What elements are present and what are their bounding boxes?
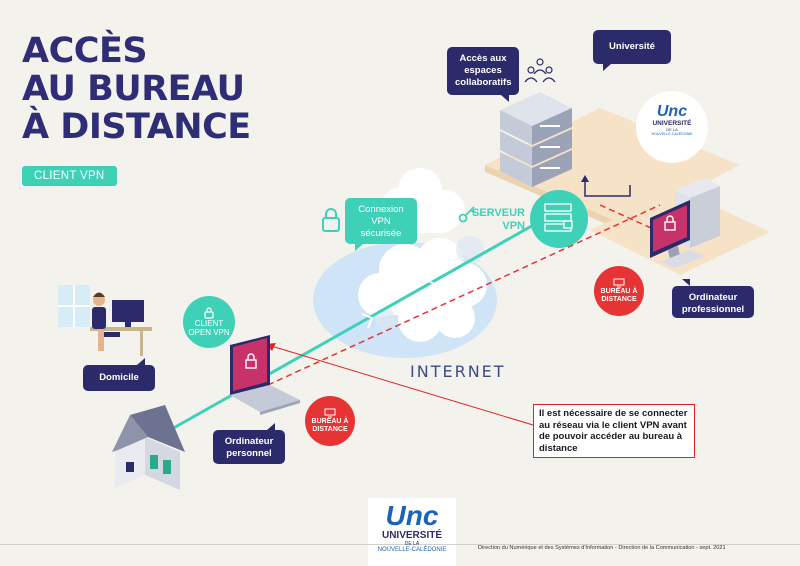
client-vpn-badge: CLIENT VPN	[22, 166, 117, 186]
callout-personal-computer: Ordinateur personnel	[213, 423, 285, 464]
callout-university-label: Université	[609, 41, 655, 52]
professional-computer-icon	[650, 178, 720, 268]
home-office-illustration	[58, 285, 152, 356]
vpn-server-label: SERVEUR VPN	[472, 207, 525, 233]
callout-personal-pc-label: Ordinateur personnel	[224, 436, 274, 459]
university-logo-circle	[636, 91, 708, 163]
client-openvpn-line2: OPEN VPN	[188, 328, 230, 337]
monitor-icon	[324, 408, 336, 418]
lock-icon	[322, 208, 340, 232]
title-line-2: AU BUREAU	[22, 69, 245, 109]
logo-line1: UNIVERSITÉ	[652, 120, 692, 127]
vpn-server-badge	[530, 190, 588, 248]
note-pointer-line	[267, 344, 534, 426]
key-icon	[458, 206, 475, 223]
server-rack-icon	[500, 92, 572, 187]
footer-logo-block	[368, 498, 456, 566]
house-icon	[112, 405, 185, 490]
vpn-server-line1: SERVEUR	[472, 207, 525, 219]
logo-line3: NOUVELLE-CALÉDONIE	[651, 132, 693, 136]
footer-credits: Direction du Numérique et des Systèmes d…	[478, 545, 726, 551]
client-openvpn-badge: CLIENT OPEN VPN	[183, 296, 235, 348]
footer-logo-line3: NOUVELLE-CALÉDONIE	[377, 547, 447, 553]
laptop-icon	[230, 335, 300, 415]
callout-vpn-connection: Connexion VPN sécurisée	[345, 198, 417, 251]
footer-logo-line2: DE LA	[404, 541, 420, 547]
remote-desktop-badge-office: BUREAU À DISTANCE	[594, 266, 644, 316]
server-link-line	[584, 180, 631, 197]
vpn-server-line2: VPN	[502, 220, 525, 232]
callout-home: Domicile	[83, 358, 155, 391]
remote-desktop-office-line1: BUREAU À	[600, 288, 638, 295]
title-line-1: ACCÈS	[22, 31, 148, 71]
footer-logo-mark: Unc	[385, 500, 439, 531]
client-openvpn-line1: CLIENT	[194, 319, 224, 328]
remote-desktop-office-line2: DISTANCE	[601, 296, 637, 303]
callout-collaborative-spaces: Accès aux espaces collaboratifs	[447, 47, 519, 102]
footer-university-logo: Unc UNIVERSITÉ DE LA NOUVELLE-CALÉDONIE	[372, 502, 452, 554]
logo-mark: Unc	[656, 103, 688, 120]
people-group-icon	[524, 58, 556, 83]
logo-line2: DE LA	[666, 127, 678, 132]
page-title: ACCÈS AU BUREAU À DISTANCE	[22, 32, 251, 146]
monitor-icon	[613, 278, 625, 288]
callout-university: Université	[593, 30, 671, 71]
callout-home-label: Domicile	[99, 372, 139, 383]
university-logo: Unc UNIVERSITÉ DE LA NOUVELLE-CALÉDONIE	[642, 104, 702, 137]
footer-divider	[0, 544, 800, 545]
callout-collab-label: Accès aux espaces collaboratifs	[455, 53, 512, 88]
remote-desktop-badge-home: BUREAU À DISTANCE	[305, 396, 355, 446]
callout-vpn-connection-label: Connexion VPN sécurisée	[358, 204, 404, 239]
remote-desktop-home-line2: DISTANCE	[312, 426, 348, 433]
remote-desktop-home-line1: BUREAU À	[311, 418, 349, 425]
vpn-requirement-note: Il est nécessaire de se connecter au rés…	[533, 404, 695, 458]
title-line-3: À DISTANCE	[22, 107, 251, 147]
lock-icon	[204, 307, 214, 319]
remote-desktop-line	[267, 204, 661, 386]
internet-label: INTERNET	[410, 362, 506, 381]
tunnel-arrows	[361, 281, 442, 329]
callout-professional-computer: Ordinateur professionnel	[672, 279, 754, 318]
callout-pro-pc-label: Ordinateur professionnel	[681, 292, 745, 315]
footer-logo-line1: UNIVERSITÉ	[381, 530, 442, 541]
